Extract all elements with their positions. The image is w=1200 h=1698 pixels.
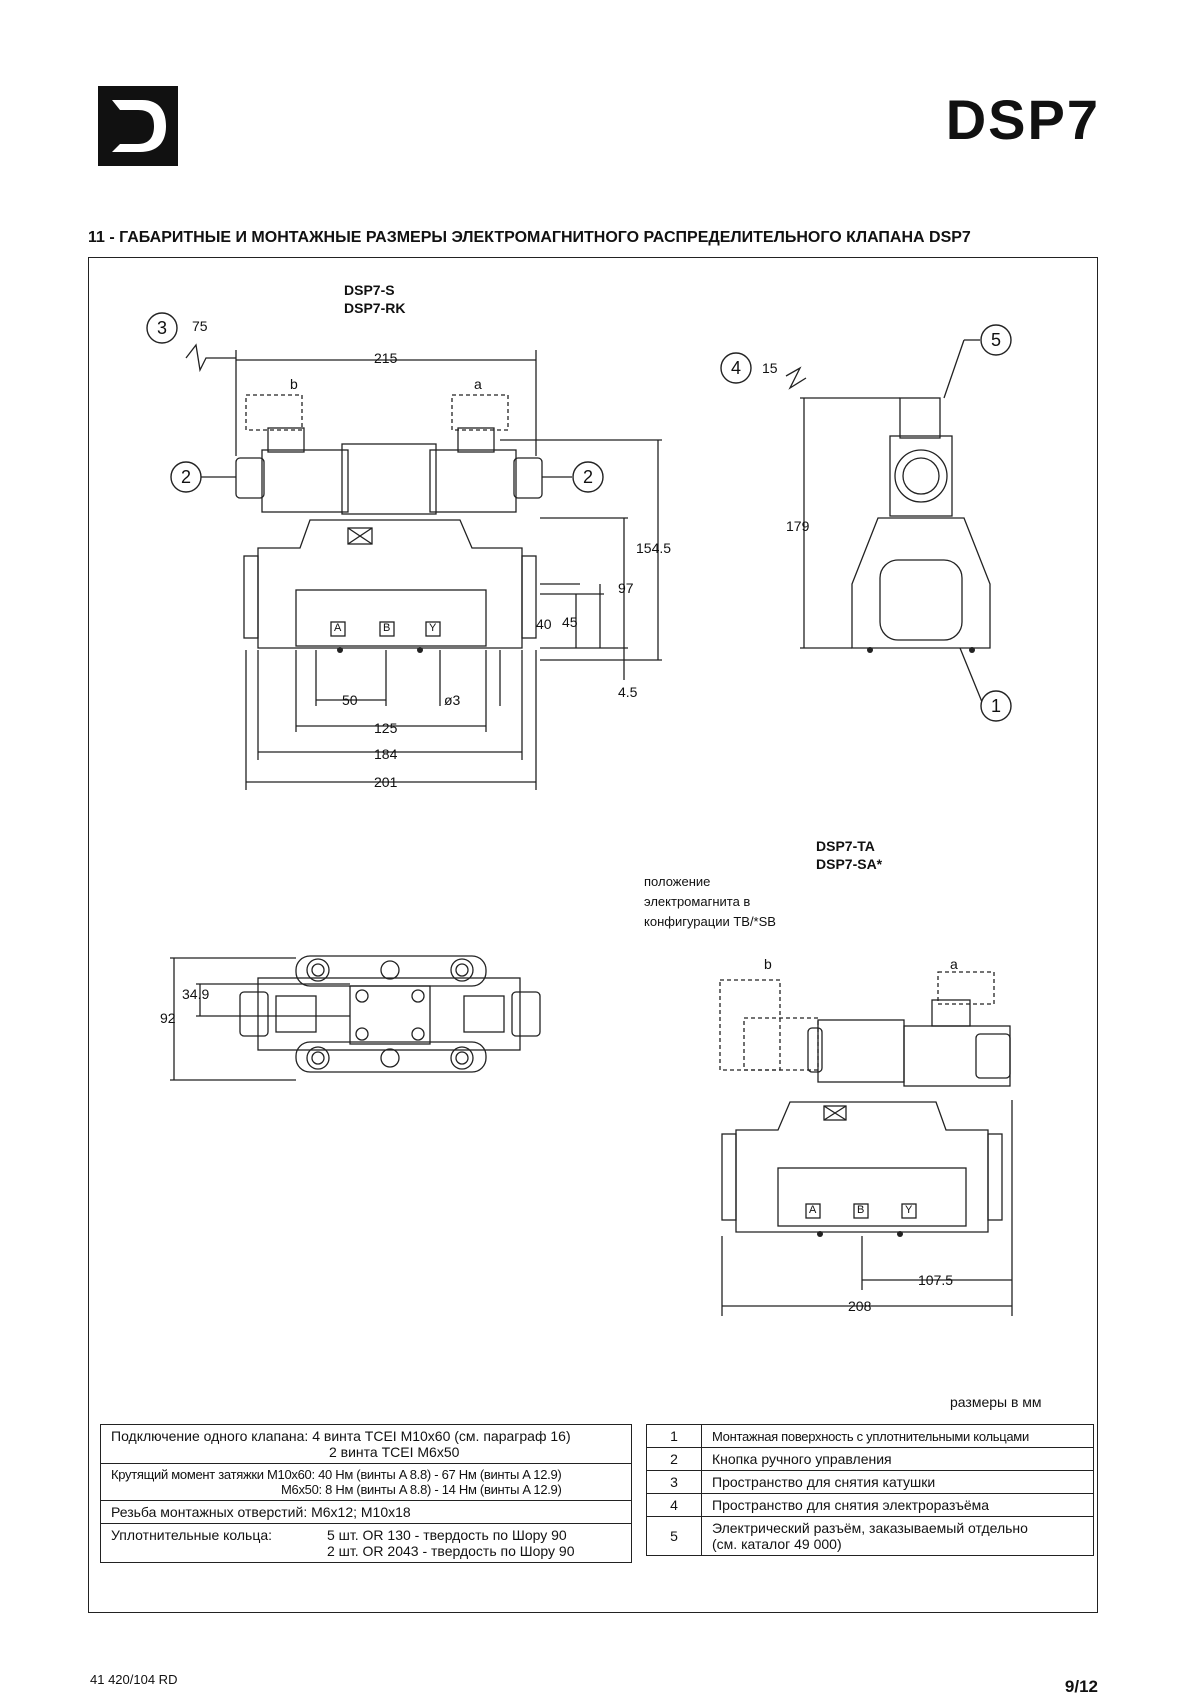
dim-184: 184 — [374, 746, 398, 762]
dim-125: 125 — [374, 720, 398, 736]
legend-num: 2 — [646, 1447, 702, 1471]
legend-text: Кнопка ручного управления — [701, 1447, 1094, 1471]
dim-107-5: 107.5 — [918, 1272, 954, 1288]
callout-2-right: 2 — [583, 467, 594, 487]
table-row: 1 Монтажная поверхность с уплотнительным… — [646, 1424, 1094, 1448]
table-row: 3 Пространство для снятия катушки — [646, 1470, 1094, 1494]
view2-title-line1: DSP7-TA — [816, 838, 875, 854]
legend-text: Монтажная поверхность с уплотнительными … — [701, 1424, 1094, 1448]
table-row: 4 Пространство для снятия электроразъёма — [646, 1493, 1094, 1517]
legend-text-multiline: Электрический разъём, заказываемый отдел… — [701, 1516, 1094, 1556]
dim-45: 45 — [562, 614, 578, 630]
legend-text: Пространство для снятия катушки — [701, 1470, 1094, 1494]
dim-o3: ø3 — [444, 692, 461, 708]
table-row: Подключение одного клапана: 4 винта TCEI… — [100, 1424, 632, 1464]
torque-cell: Крутящий момент затяжки M10x60: 40 Нм (в… — [100, 1463, 632, 1501]
dim-97: 97 — [618, 580, 634, 596]
dim-201: 201 — [374, 774, 398, 790]
dim-34-9: 34.9 — [182, 986, 210, 1002]
dim-40: 40 — [536, 616, 552, 632]
table-row: Крутящий момент затяжки M10x60: 40 Нм (в… — [100, 1463, 632, 1501]
callout-5: 5 — [991, 330, 1002, 350]
dim-154-5: 154.5 — [636, 540, 672, 556]
port-b-label-2: B — [857, 1204, 865, 1216]
port-a-label-2: A — [809, 1204, 817, 1216]
legend-num: 4 — [646, 1493, 702, 1517]
callout-4: 4 — [731, 358, 742, 378]
torque-line-2: M6x50: 8 Нм (винты A 8.8) - 14 Нм (винты… — [281, 1482, 562, 1497]
view1-title-line2: DSP7-RK — [344, 300, 406, 316]
legend-num: 5 — [646, 1516, 702, 1556]
document-code: 41 420/104 RD — [90, 1672, 178, 1687]
table-row: Уплотнительные кольца: 5 шт. OR 130 - тв… — [100, 1523, 632, 1563]
port-y-label-2: Y — [905, 1204, 913, 1216]
legend-5-line-1: Электрический разъём, заказываемый отдел… — [712, 1520, 1028, 1536]
view2-title-line2: DSP7-SA* — [816, 856, 883, 872]
mounting-info-table: Подключение одного клапана: 4 винта TCEI… — [100, 1424, 632, 1563]
coil-a-label: a — [474, 376, 482, 392]
dim-215: 215 — [374, 350, 398, 366]
seals-line-1: 5 шт. OR 130 - твердость по Шору 90 — [327, 1527, 567, 1543]
callout-1: 1 — [991, 696, 1002, 716]
legend-text: Пространство для снятия электроразъёма — [701, 1493, 1094, 1517]
callout-3: 3 — [157, 318, 168, 338]
legend-num: 3 — [646, 1470, 702, 1494]
dim-15: 15 — [762, 360, 778, 376]
table-row: 5 Электрический разъём, заказываемый отд… — [646, 1516, 1094, 1556]
seals-cell: Уплотнительные кольца: 5 шт. OR 130 - тв… — [100, 1523, 632, 1563]
drawing-frame — [88, 257, 1098, 1613]
units-note: размеры в мм — [950, 1394, 1042, 1410]
dim-208: 208 — [848, 1298, 872, 1314]
seals-label: Уплотнительные кольца: — [111, 1527, 273, 1543]
port-b-label: B — [383, 622, 391, 634]
legend-num: 1 — [646, 1424, 702, 1448]
dim-179: 179 — [786, 518, 810, 534]
company-logo — [98, 86, 178, 166]
connection-line-1: Подключение одного клапана: 4 винта TCEI… — [111, 1428, 571, 1444]
legend-table: 1 Монтажная поверхность с уплотнительным… — [646, 1424, 1094, 1556]
dim-50: 50 — [342, 692, 358, 708]
port-y-label: Y — [429, 622, 437, 634]
connection-cell: Подключение одного клапана: 4 винта TCEI… — [100, 1424, 632, 1464]
table-row: 2 Кнопка ручного управления — [646, 1447, 1094, 1471]
dim-4-5: 4.5 — [618, 684, 638, 700]
dim-75: 75 — [192, 318, 208, 334]
coil-a-label-2: a — [950, 956, 958, 972]
port-a-label: A — [334, 622, 342, 634]
callout-2-left: 2 — [181, 467, 192, 487]
seals-line-2: 2 шт. OR 2043 - твердость по Шору 90 — [327, 1543, 575, 1559]
section-title: 11 - ГАБАРИТНЫЕ И МОНТАЖНЫЕ РАЗМЕРЫ ЭЛЕК… — [88, 229, 971, 246]
thread-cell: Резьба монтажных отверстий: M6x12; M10x1… — [100, 1500, 632, 1524]
note-line-3: конфигурации TB/*SB — [644, 914, 776, 929]
table-row: Резьба монтажных отверстий: M6x12; M10x1… — [100, 1500, 632, 1524]
coil-b-label: b — [290, 376, 298, 392]
coil-b-label-2: b — [764, 956, 772, 972]
legend-5-line-2: (см. каталог 49 000) — [712, 1536, 842, 1552]
note-line-2: электромагнита в — [644, 894, 751, 909]
connection-line-2: 2 винта TCEI M6x50 — [329, 1444, 460, 1460]
dim-92: 92 — [160, 1010, 176, 1026]
solenoid-position-note: положение электромагнита в конфигурации … — [644, 872, 776, 932]
note-line-1: положение — [644, 874, 711, 889]
page-number: 9/12 — [1064, 1677, 1098, 1696]
view1-title-line1: DSP7-S — [344, 282, 395, 298]
model-name: DSP7 — [945, 88, 1100, 151]
torque-line-1: Крутящий момент затяжки M10x60: 40 Нм (в… — [111, 1467, 562, 1482]
